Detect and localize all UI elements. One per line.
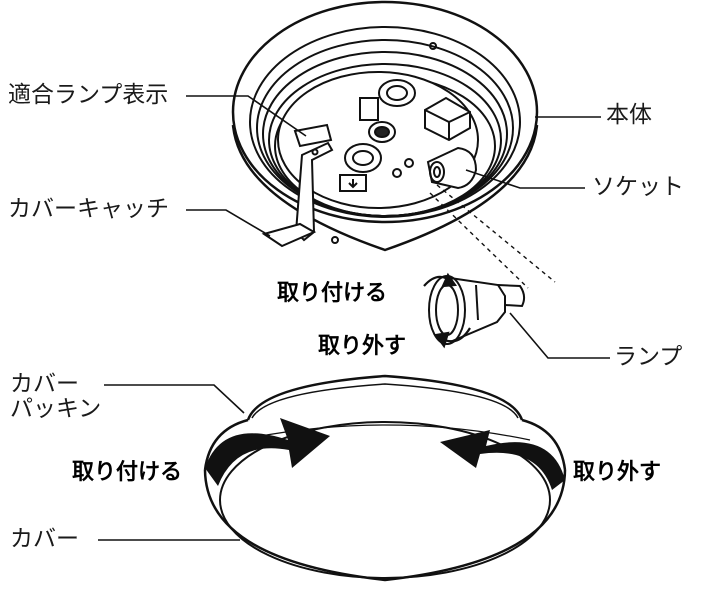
alignment-guides — [429, 184, 556, 289]
socket-label: ソケット — [592, 174, 684, 200]
cover-label: カバー — [10, 526, 79, 552]
socket-lower — [339, 143, 382, 192]
cover-remove-label: 取り外す — [573, 460, 662, 485]
small-screws — [392, 158, 414, 178]
leader-lines — [98, 95, 610, 541]
fixture-body — [231, 0, 539, 252]
cover-attach-label: 取り付ける — [72, 460, 183, 485]
cover-catch-bracket — [261, 141, 334, 248]
lamp-label: ランプ — [614, 344, 683, 370]
body-label: 本体 — [606, 102, 652, 128]
cover — [203, 374, 567, 582]
cover-rotation-arrows — [205, 418, 565, 490]
cover-catch-label: カバーキャッチ — [8, 196, 169, 222]
lamp-socket — [426, 146, 478, 190]
terminal-box — [424, 96, 471, 142]
compatible-lamp-label: 適合ランプ表示 — [8, 82, 169, 108]
compatible-lamp-plate — [293, 123, 333, 148]
lamp-attach-label: 取り付ける — [277, 281, 388, 306]
socket-upper — [359, 79, 416, 143]
cover-packing-label-2: パッキン — [10, 396, 102, 422]
lamp-bulb — [428, 275, 526, 345]
lamp-rotation-arrows — [423, 272, 471, 349]
cover-packing-label-1: カバー — [10, 371, 79, 397]
lamp-remove-label: 取り外す — [318, 334, 407, 359]
